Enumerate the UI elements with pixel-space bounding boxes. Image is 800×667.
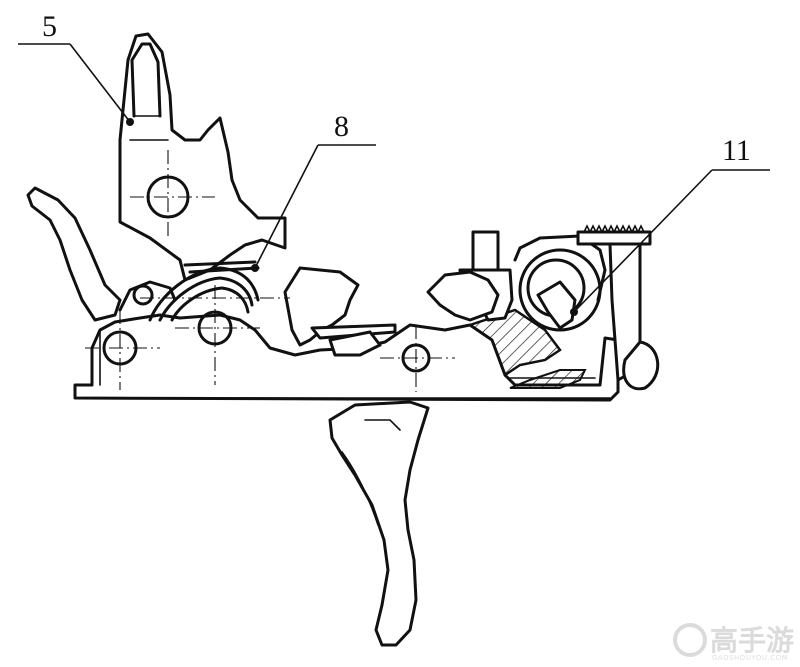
trigger xyxy=(328,400,430,647)
callout-8: 8 xyxy=(251,110,376,272)
springs xyxy=(118,260,260,322)
callout-label-8: 8 xyxy=(334,110,349,143)
watermark: 高手游 GAOSHOUYOU.COM xyxy=(673,623,794,662)
left-lever xyxy=(26,186,122,322)
sear-parts xyxy=(283,266,500,357)
sear-housing-section xyxy=(467,308,587,389)
watermark-subtext: GAOSHOUYOU.COM xyxy=(712,654,788,662)
callout-11: 11 xyxy=(570,134,770,316)
callout-label-11: 11 xyxy=(722,134,751,167)
pin-holes xyxy=(85,285,455,392)
watermark-text: 高手游 xyxy=(710,624,794,657)
callout-5: 5 xyxy=(18,10,134,126)
watermark-logo-icon xyxy=(673,623,707,657)
hammer-assembly xyxy=(118,32,287,282)
callout-label-5: 5 xyxy=(42,10,57,43)
